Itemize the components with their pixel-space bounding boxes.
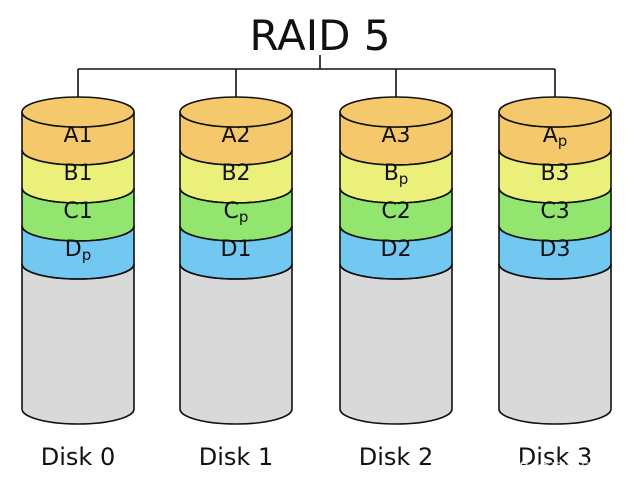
block-label-main: B: [221, 161, 236, 186]
block-label-main: D: [540, 237, 557, 262]
block-label: A2: [221, 123, 250, 148]
block-label-index: 3: [556, 237, 570, 262]
block-label-main: C: [381, 199, 396, 224]
disk-top-cap: [339, 96, 453, 128]
block-separator: [21, 263, 135, 280]
block-label-index: 1: [79, 199, 93, 224]
block-label: A3: [381, 123, 410, 148]
disk-top-cap: [21, 96, 135, 128]
block-label: C1: [63, 199, 92, 224]
block-label: B3: [540, 161, 569, 186]
block-label-main: C: [540, 199, 555, 224]
block-label-main: D: [65, 237, 82, 262]
block-label-main: B: [384, 161, 399, 186]
disk-body: [179, 263, 293, 425]
block-label-index: 3: [556, 161, 570, 186]
block-label: Cp: [224, 199, 249, 226]
block-label-parity: p: [399, 170, 409, 188]
disk-label: Disk 0: [41, 443, 115, 471]
block-label: D3: [540, 237, 571, 262]
block-separator: [339, 263, 453, 280]
block-label-main: A: [543, 123, 558, 148]
block-label-index: 1: [237, 237, 251, 262]
block-label-main: D: [221, 237, 238, 262]
block-separator: [179, 263, 293, 280]
block-label-index: 2: [237, 161, 251, 186]
block-label: B2: [221, 161, 250, 186]
block-label: B1: [63, 161, 92, 186]
block-label: C2: [381, 199, 410, 224]
block-label-parity: p: [239, 208, 249, 226]
watermark-text: 头条 @互联网钢哥: [501, 460, 626, 478]
disk-body: [498, 263, 612, 425]
block-label-index: 1: [79, 161, 93, 186]
block-label: A1: [63, 123, 92, 148]
block-label-index: 2: [397, 199, 411, 224]
block-label-main: A: [63, 123, 78, 148]
disk-top-cap: [498, 96, 612, 128]
block-label-index: 3: [556, 199, 570, 224]
block-label-index: 3: [397, 123, 411, 148]
disk-body: [21, 263, 135, 425]
block-label-main: A: [381, 123, 396, 148]
disk-label: Disk 3: [518, 443, 592, 471]
block-separator: [498, 263, 612, 280]
block-label-index: 2: [397, 237, 411, 262]
disk-body: [339, 263, 453, 425]
disk-top-cap: [179, 96, 293, 128]
block-label: D1: [221, 237, 252, 262]
block-label: Ap: [543, 123, 568, 150]
block-label-main: B: [540, 161, 555, 186]
block-label: Bp: [384, 161, 409, 188]
block-label-parity: p: [82, 246, 92, 264]
block-label: D2: [381, 237, 412, 262]
disk-label: Disk 2: [359, 443, 433, 471]
block-label-main: D: [381, 237, 398, 262]
connector-lines: [77, 55, 556, 99]
block-label-main: C: [63, 199, 78, 224]
diagram-title: RAID 5: [249, 11, 390, 60]
block-label: C3: [540, 199, 569, 224]
block-label-parity: p: [558, 132, 568, 150]
block-label-index: 2: [237, 123, 251, 148]
block-label-main: A: [221, 123, 236, 148]
disk-label: Disk 1: [199, 443, 273, 471]
block-label-main: B: [63, 161, 78, 186]
block-label-index: 1: [79, 123, 93, 148]
block-label-main: C: [224, 199, 239, 224]
block-label: Dp: [65, 237, 91, 264]
